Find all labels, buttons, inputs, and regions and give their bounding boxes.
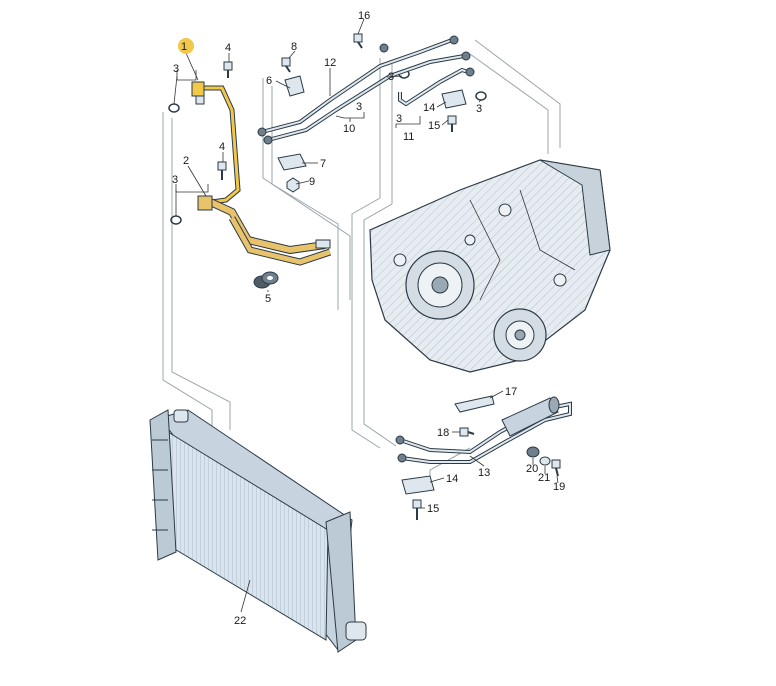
rubber-grommet [253, 271, 279, 289]
oil-cooler-hose [197, 195, 332, 266]
bolt-15-lower-icon [412, 499, 422, 520]
lower-cooler-line [395, 396, 572, 464]
part-labels: 1 3 4 2 3 4 5 6 7 8 9 10 3 11 3 12 16 3 … [172, 10, 565, 627]
label-part-16: 16 [358, 10, 370, 22]
bolt-19-icon [551, 459, 561, 477]
label-part-3: 3 [388, 71, 394, 83]
label-part-12: 12 [324, 57, 336, 69]
label-part-15: 15 [428, 120, 440, 132]
label-part-22: 22 [234, 615, 246, 627]
label-part-13: 13 [478, 467, 490, 479]
label-part-14: 14 [423, 102, 435, 114]
label-part-1: 1 [181, 41, 187, 53]
bolt-18-icon [459, 427, 475, 437]
label-part-17: 17 [505, 386, 517, 398]
label-part-7: 7 [320, 158, 326, 170]
bolt-8-icon [281, 57, 291, 73]
label-part-4: 4 [225, 42, 231, 54]
label-part-14: 14 [446, 473, 458, 485]
label-part-19: 19 [553, 481, 565, 493]
oil-cooler-pipe-highlighted [191, 81, 241, 205]
leader-lines [173, 18, 559, 613]
label-part-18: 18 [437, 427, 449, 439]
label-part-2: 2 [183, 155, 189, 167]
label-part-11: 11 [403, 131, 414, 143]
highlight-badge-1 [178, 38, 194, 54]
upper-cooler-lines [257, 35, 475, 145]
bolt-4-upper-icon [223, 61, 233, 78]
label-part-3: 3 [476, 103, 482, 115]
bolt-4-lower-icon [217, 161, 227, 180]
part-20-icon [526, 446, 540, 458]
label-part-10: 10 [343, 123, 355, 135]
brackets [277, 75, 495, 495]
label-part-6: 6 [266, 75, 272, 87]
label-part-21: 21 [538, 472, 550, 484]
label-part-15: 15 [427, 503, 439, 515]
label-part-3: 3 [172, 174, 178, 186]
label-part-20: 20 [526, 463, 538, 475]
label-part-5: 5 [265, 293, 271, 305]
part-21-icon [539, 456, 551, 466]
label-part-8: 8 [291, 41, 297, 53]
label-part-3: 3 [396, 113, 402, 125]
label-part-3: 3 [356, 101, 362, 113]
bolt-15-upper-icon [447, 115, 457, 132]
label-part-3: 3 [173, 63, 179, 75]
nut-9-icon [286, 177, 300, 193]
label-part-4: 4 [219, 141, 225, 153]
bolt-16-icon [353, 33, 363, 49]
oil-filter-canister [501, 396, 560, 437]
label-part-9: 9 [309, 176, 315, 188]
bolts [217, 33, 561, 520]
radiator [149, 409, 367, 653]
gearbox [369, 159, 611, 373]
